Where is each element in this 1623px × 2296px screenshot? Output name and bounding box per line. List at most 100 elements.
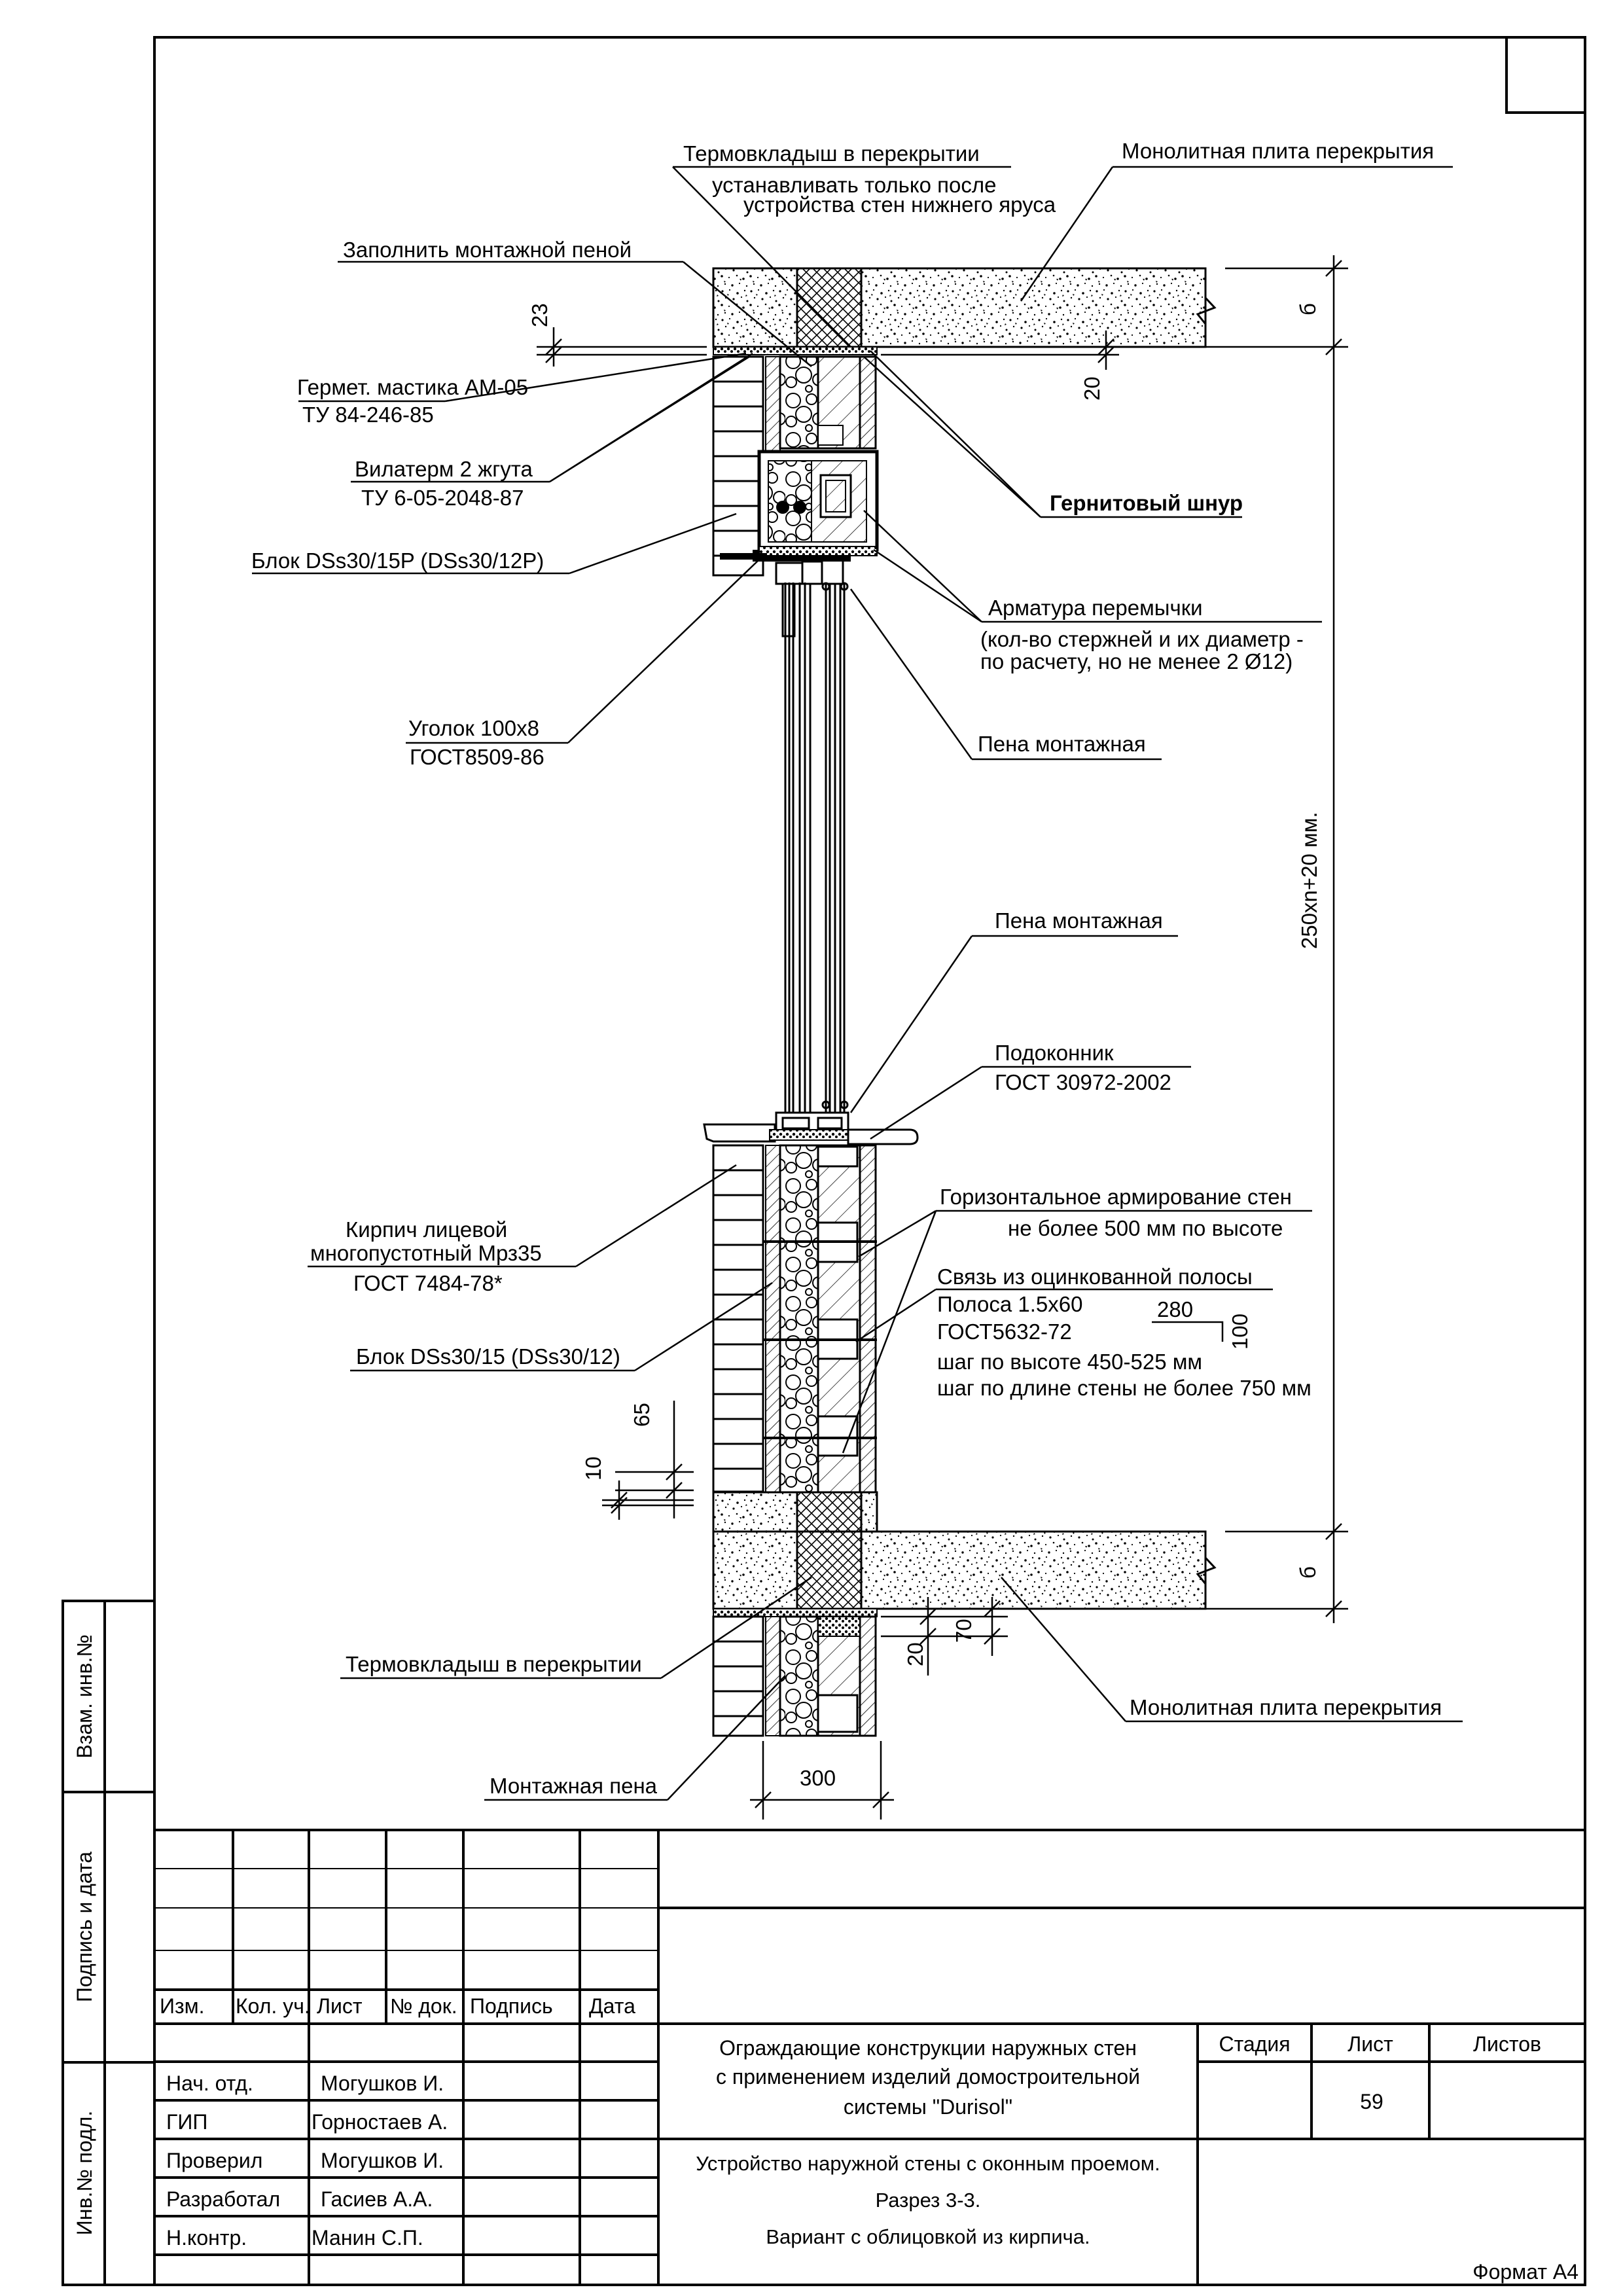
project-line-1: Ограждающие конструкции наружных стен — [719, 2036, 1137, 2060]
name-proveril: Могушков И. — [321, 2149, 444, 2172]
hdr-kol-uch: Кол. уч. — [236, 1994, 310, 2018]
dimension-lines — [537, 255, 1348, 1820]
role-razrabotal: Разработал — [166, 2187, 280, 2211]
hdr-izm: Изм. — [160, 1994, 205, 2018]
callout-thermo-top-note1: устанавливать только после — [712, 173, 997, 197]
dim-20-top: 20 — [1080, 376, 1104, 401]
dimension-labels: 23 20 б 250хn+20 мм. 65 10 б 20 70 300 — [527, 303, 1321, 1790]
bottom-slab — [712, 1530, 1207, 1610]
sheet-title: Устройство наружной стены с оконным прое… — [696, 2152, 1160, 2248]
role-gip: ГИП — [166, 2110, 207, 2134]
callout-fill-foam: Заполнить монтажной пеной — [343, 238, 632, 262]
callout-sill-std: ГОСТ 30972-2002 — [995, 1070, 1171, 1094]
sheets-label: Листов — [1473, 2032, 1541, 2056]
wall-section-drawing: Термовкладыш в перекрытии устанавливать … — [251, 139, 1463, 1820]
signature-rows: Нач. отд. Могушков И. ГИП Горностаев А. … — [166, 2072, 448, 2250]
bottom-thermo-insert — [796, 1530, 863, 1610]
format-label: Формат А4 — [1472, 2260, 1578, 2284]
dim-300: 300 — [800, 1766, 836, 1790]
callout-slab-bottom: Монолитная плита перекрытия — [1130, 1695, 1442, 1719]
sheet-number: 59 — [1360, 2090, 1383, 2113]
callout-foam-lower: Пена монтажная — [995, 908, 1163, 933]
callout-tie-step-h: шаг по высоте 450-525 мм — [937, 1350, 1202, 1374]
side-podpis-label: Подпись и дата — [73, 1852, 96, 2002]
project-line-2: с применением изделий домостроительной — [716, 2065, 1140, 2089]
name-nach-otd: Могушков И. — [321, 2072, 444, 2095]
callout-foam-upper: Пена монтажная — [978, 732, 1146, 756]
callout-brick-2: многопустотный Мрз35 — [310, 1241, 542, 1265]
role-nach-otd: Нач. отд. — [166, 2072, 253, 2095]
side-vzam-label: Взам. инв.№ — [73, 1634, 96, 1758]
callout-brick-1: Кирпич лицевой — [346, 1217, 507, 1242]
dim-10: 10 — [581, 1456, 605, 1480]
project-line-3: системы "Durisol" — [844, 2095, 1012, 2119]
callout-lintel-rebar: Арматура перемычки — [988, 596, 1203, 620]
window-unit — [775, 559, 849, 1134]
callout-thermo-top-note2: устройства стен нижнего яруса — [743, 192, 1056, 217]
stage-label: Стадия — [1219, 2032, 1290, 2056]
project-title: Ограждающие конструкции наружных стен с … — [716, 2036, 1140, 2119]
window-sill — [703, 1123, 919, 1145]
callout-sill: Подоконник — [995, 1041, 1114, 1065]
dim-20-bottom: 20 — [903, 1642, 927, 1666]
tie-dim-280: 280 — [1157, 1297, 1193, 1321]
sheet-label: Лист — [1347, 2032, 1393, 2056]
name-n-kontr: Манин С.П. — [312, 2226, 423, 2250]
callout-sealant: Гермет. мастика АМ-05 — [297, 375, 528, 399]
callout-gernit: Гернитовый шнур — [1050, 491, 1243, 515]
bottom-slab-break — [1196, 1532, 1217, 1609]
callout-block-main: Блок DSs30/15 (DSs30/12) — [356, 1344, 620, 1369]
dim-6-top: б — [1296, 303, 1320, 315]
top-slab-break — [1196, 268, 1217, 347]
callout-tie-strip: Полоса 1.5х60 — [937, 1292, 1082, 1316]
dim-6-bottom: б — [1296, 1566, 1320, 1579]
callout-labels: Термовкладыш в перекрытии устанавливать … — [251, 139, 1442, 1798]
upper-block-zone — [712, 355, 879, 577]
dim-height: 250хn+20 мм. — [1297, 812, 1321, 949]
sheet-title-line-1: Устройство наружной стены с оконным прое… — [696, 2152, 1160, 2175]
hdr-podpis: Подпись — [470, 1994, 553, 2018]
side-stamp: Взам. инв.№ Подпись и дата Инв.№ подл. — [73, 1634, 96, 2235]
callout-block-top: Блок DSs30/15P (DSs30/12P) — [251, 548, 544, 573]
sheet-title-line-3: Вариант с облицовкой из кирпича. — [766, 2225, 1090, 2248]
callout-vilaterm: Вилатерм 2 жгута — [355, 457, 533, 481]
role-n-kontr: Н.контр. — [166, 2226, 247, 2250]
callout-angle: Уголок 100х8 — [408, 716, 539, 740]
dim-23: 23 — [527, 303, 552, 327]
callout-horiz-reinf-1: Горизонтальное армирование стен — [940, 1185, 1292, 1209]
callout-horiz-reinf-2: не более 500 мм по высоте — [1008, 1216, 1283, 1240]
next-storey-wall — [712, 1615, 877, 1737]
callout-lintel-rebar-note2: по расчету, но не менее 2 Ø12) — [980, 649, 1293, 673]
callout-brick-std: ГОСТ 7484-78* — [353, 1271, 503, 1295]
title-block: Изм. Кол. уч. Лист № док. Подпись Дата Н… — [154, 1829, 1585, 2285]
sheet-frame — [62, 36, 1586, 2286]
revision-headers: Изм. Кол. уч. Лист № док. Подпись Дата — [160, 1994, 635, 2018]
dim-70: 70 — [952, 1619, 976, 1643]
sheet-title-line-2: Разрез 3-3. — [876, 2189, 981, 2212]
leader-lines — [252, 166, 1463, 1801]
role-proveril: Проверил — [166, 2149, 262, 2172]
lower-wall — [712, 1144, 877, 1494]
hdr-data: Дата — [589, 1994, 635, 2018]
callout-sealant-std: ТУ 84-246-85 — [302, 403, 434, 427]
top-slab — [712, 267, 1207, 348]
name-razrabotal: Гасиев А.А. — [321, 2187, 433, 2211]
callout-thermo-top: Термовкладыш в перекрытии — [683, 141, 980, 166]
top-seal-strip — [713, 346, 878, 355]
callout-lintel-rebar-note1: (кол-во стержней и их диаметр - — [980, 627, 1304, 651]
hdr-ndok: № док. — [390, 1994, 457, 2018]
top-thermo-insert — [796, 267, 863, 348]
side-inv-label: Инв.№ подл. — [73, 2111, 96, 2235]
callout-foam-bottom: Монтажная пена — [490, 1774, 658, 1798]
dim-65: 65 — [630, 1403, 654, 1427]
callout-slab-top: Монолитная плита перекрытия — [1122, 139, 1434, 163]
callout-tie-step-l: шаг по длине стены не более 750 мм — [937, 1376, 1311, 1400]
callout-thermo-bottom: Термовкладыш в перекрытии — [346, 1652, 642, 1676]
tie-dim-100: 100 — [1228, 1314, 1252, 1350]
hdr-list: Лист — [317, 1994, 363, 2018]
callout-angle-std: ГОСТ8509-86 — [410, 745, 544, 769]
callout-tie-std: ГОСТ5632-72 — [937, 1319, 1072, 1344]
callout-tie: Связь из оцинкованной полосы — [937, 1265, 1253, 1289]
name-gip: Горностаев А. — [312, 2110, 448, 2134]
